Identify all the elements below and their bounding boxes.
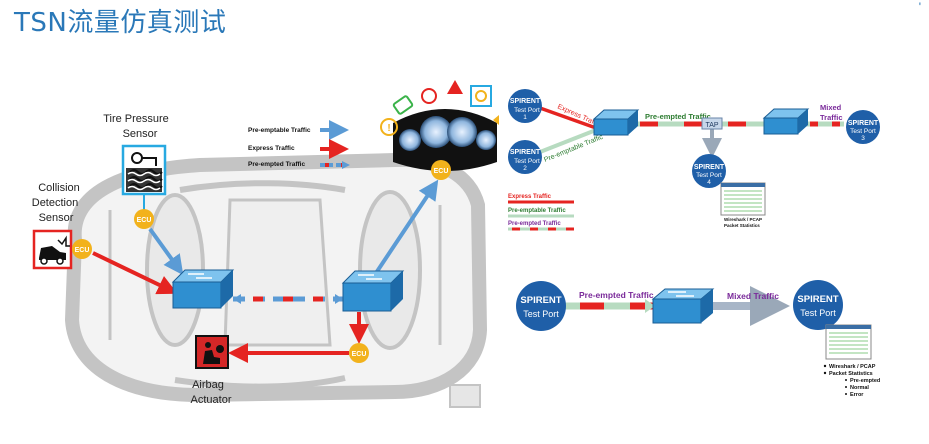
airbag-icon xyxy=(203,342,224,364)
collision-sensor: Collision Detection Sensor ECU xyxy=(32,182,92,270)
tap-label: TAP xyxy=(705,122,718,129)
bottom-port-left: SPIRENT Test Port xyxy=(516,281,566,331)
car-silhouette xyxy=(64,152,488,408)
bottom-switch xyxy=(651,288,715,324)
top-port-2: SPIRENT Test Port 2 xyxy=(508,140,542,174)
ecu-tire xyxy=(134,209,154,229)
left-legend-preempted: Pre-empted Traffic xyxy=(248,161,305,168)
top-note-1: Wireshark / PCAP xyxy=(724,217,762,222)
page-title: TSN流量仿真测试 xyxy=(14,8,227,38)
left-legend-express: Express Traffic xyxy=(248,145,295,152)
express-link-collision xyxy=(92,251,178,295)
tire-sensor-label-2: Sensor xyxy=(123,128,158,140)
collision-label-2: Detection xyxy=(32,197,78,209)
top-legend-express: Express Traffic xyxy=(508,194,552,200)
bottom-capture-window xyxy=(825,324,872,360)
top-port-3-brand: SPIRENT xyxy=(848,120,879,127)
bottom-subnote-1: Pre-empted xyxy=(850,378,880,384)
top-port-2-num: 2 xyxy=(523,165,527,172)
top-port-4-num: 4 xyxy=(707,179,711,186)
preemptable-link-tire xyxy=(148,227,184,276)
warning-icons: ! xyxy=(380,80,499,136)
collision-label-1: Collision xyxy=(38,182,80,194)
ecu-collision xyxy=(72,239,92,259)
ecu-dashboard-label: ECU xyxy=(434,168,449,175)
preemptable-link-dash xyxy=(372,179,439,278)
bottom-port-right: SPIRENT Test Port xyxy=(793,280,843,330)
top-capture-window xyxy=(720,182,766,216)
bottom-mixed-label: Mixed Traffic xyxy=(727,291,779,301)
top-port-2-label: Test Port xyxy=(514,158,540,165)
top-port-1: SPIRENT Test Port 1 xyxy=(508,89,542,123)
top-note-2: Packet Statistics xyxy=(724,223,760,228)
top-switch-1 xyxy=(592,109,640,136)
corner-mark: ' xyxy=(918,0,921,14)
ecu-airbag-label: ECU xyxy=(352,351,367,358)
top-legend: Express Traffic Pre-emptable Traffic Pre… xyxy=(508,194,574,231)
switch-left xyxy=(171,269,235,309)
top-port-3: SPIRENT Test Port 3 xyxy=(846,110,880,144)
left-links xyxy=(92,179,439,363)
svg-text:!: ! xyxy=(387,123,390,134)
top-port-1-num: 1 xyxy=(523,114,527,121)
test-topology-bottom: Pre-empted Traffic Mixed Traffic SPIRENT… xyxy=(516,280,880,398)
top-port-4-label: Test Port xyxy=(696,172,722,179)
tire-pressure-sensor: Tire Pressure Sensor ECU xyxy=(103,113,169,229)
top-switch-2 xyxy=(762,108,810,135)
bottom-subnote-2: Normal xyxy=(850,385,869,391)
top-port-1-label: Test Port xyxy=(514,107,540,114)
top-port-2-brand: SPIRENT xyxy=(510,149,541,156)
collision-label-3: Sensor xyxy=(39,212,74,224)
bottom-port-left-label: Test Port xyxy=(523,309,559,319)
top-express-link xyxy=(539,106,597,130)
bottom-preempted-label: Pre-empted Traffic xyxy=(579,290,654,300)
ecu-dashboard xyxy=(431,160,451,180)
top-port-4-brand: SPIRENT xyxy=(694,164,725,171)
car-diagram: Tire Pressure Sensor ECU Collision xyxy=(32,80,499,408)
top-port-4: SPIRENT Test Port 4 xyxy=(692,154,726,188)
ecu-airbag xyxy=(349,343,369,363)
bottom-note-1: Wireshark / PCAP xyxy=(829,364,876,370)
airbag-actuator: Airbag Actuator xyxy=(191,335,232,406)
preempted-arrow-left xyxy=(233,294,241,304)
test-topology-top: Express Traffic Pre-emptable Traffic Pre… xyxy=(508,89,880,231)
preempted-arrow-right xyxy=(335,294,343,304)
top-preemptable-link xyxy=(539,128,597,154)
bottom-port-right-label: Test Port xyxy=(800,308,836,318)
top-mixed-label-1: Mixed xyxy=(820,103,842,112)
top-preempted-label: Pre-empted Traffic xyxy=(645,112,711,121)
top-mixed-label-2: Traffic xyxy=(820,113,843,122)
airbag-label-2: Actuator xyxy=(191,394,232,406)
car-crash-icon xyxy=(39,235,70,265)
left-legend: Pre-emptable Traffic Express Traffic Pre… xyxy=(248,120,350,169)
top-port-3-num: 3 xyxy=(861,135,865,142)
left-legend-preemptable: Pre-emptable Traffic xyxy=(248,127,311,134)
bottom-port-right-brand: SPIRENT xyxy=(797,294,838,305)
ecu-tire-label: ECU xyxy=(137,217,152,224)
switch-right xyxy=(341,270,405,312)
bottom-subnote-3: Error xyxy=(850,392,864,398)
dashboard-cluster: ! ECU xyxy=(380,80,499,180)
top-port-1-brand: SPIRENT xyxy=(510,98,541,105)
top-legend-preempted: Pre-empted Traffic xyxy=(508,221,561,227)
ecu-collision-label: ECU xyxy=(75,247,90,254)
top-port-3-label: Test Port xyxy=(850,128,876,135)
tire-sensor-label-1: Tire Pressure xyxy=(103,113,169,125)
top-legend-preemptable: Pre-emptable Traffic xyxy=(508,208,566,214)
tap-box xyxy=(701,117,723,130)
bottom-port-left-brand: SPIRENT xyxy=(520,295,561,306)
bottom-note-2: Packet Statistics xyxy=(829,371,873,377)
airbag-label-1: Airbag xyxy=(192,379,224,391)
